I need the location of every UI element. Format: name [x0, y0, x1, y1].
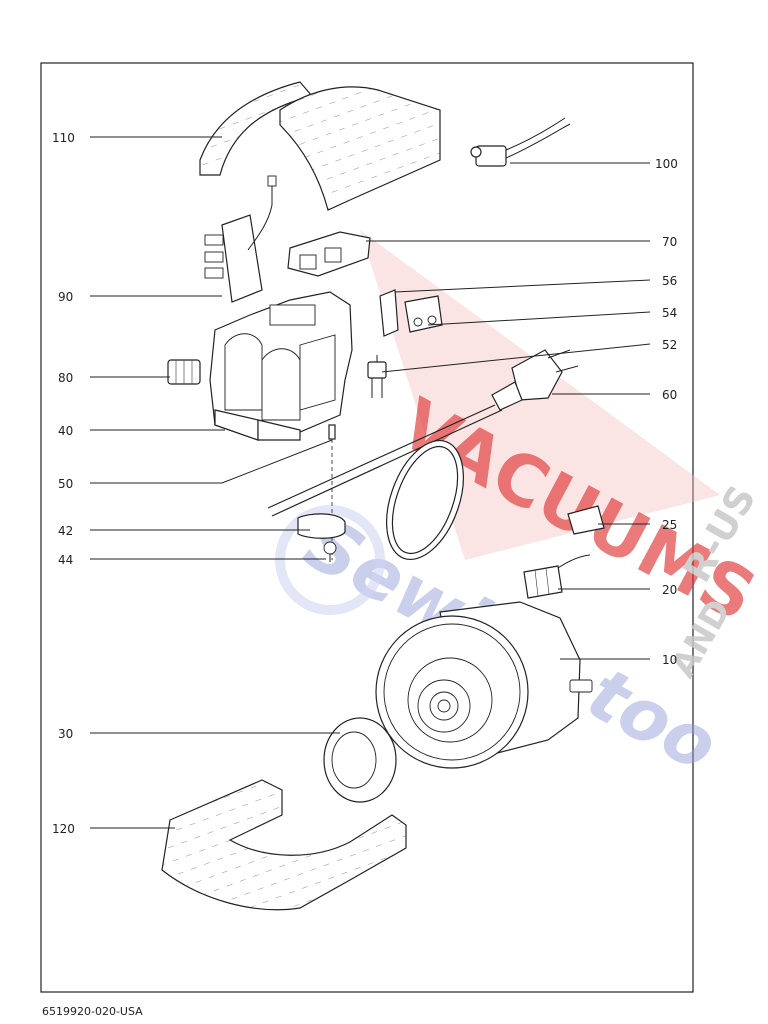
label-20: 20	[662, 583, 677, 597]
part-80-connector	[167, 359, 201, 385]
part-10-motor	[375, 601, 593, 769]
label-100: 100	[655, 157, 678, 171]
part-90-circuit-board	[204, 175, 277, 303]
diagram-frame	[40, 62, 694, 993]
part-30-seal-ring	[323, 717, 397, 803]
label-40: 40	[58, 424, 73, 438]
part-54-terminal	[404, 295, 443, 333]
watermark-swirl	[275, 505, 385, 615]
callouts: 110 100 70 90 56 54 52 80 60 40 50 42 25…	[52, 131, 678, 836]
label-44: 44	[58, 553, 73, 567]
label-70: 70	[662, 235, 677, 249]
part-100-switch	[470, 117, 571, 167]
label-54: 54	[662, 306, 677, 320]
part-60-power-cord	[267, 349, 579, 561]
part-52-plug-pins	[367, 355, 387, 398]
label-80: 80	[58, 371, 73, 385]
label-60: 60	[662, 388, 677, 402]
part-56-clip	[379, 289, 399, 337]
part-42-44-screw-bracket	[297, 424, 346, 562]
label-52: 52	[662, 338, 677, 352]
label-30: 30	[58, 727, 73, 741]
label-56: 56	[662, 274, 677, 288]
part-120-bottom-filter	[161, 779, 407, 911]
label-110: 110	[52, 131, 75, 145]
part-40-housing	[209, 291, 353, 441]
part-25-block	[567, 505, 605, 535]
footer-diagram-code: 6519920-020-USA	[42, 1005, 143, 1018]
label-42: 42	[58, 524, 73, 538]
label-50: 50	[58, 477, 73, 491]
label-120: 120	[52, 822, 75, 836]
label-25: 25	[662, 518, 677, 532]
label-10: 10	[662, 653, 677, 667]
part-70-bracket	[287, 231, 371, 277]
label-90: 90	[58, 290, 73, 304]
part-20-connector	[523, 554, 591, 599]
part-110-top-cover	[199, 81, 441, 211]
